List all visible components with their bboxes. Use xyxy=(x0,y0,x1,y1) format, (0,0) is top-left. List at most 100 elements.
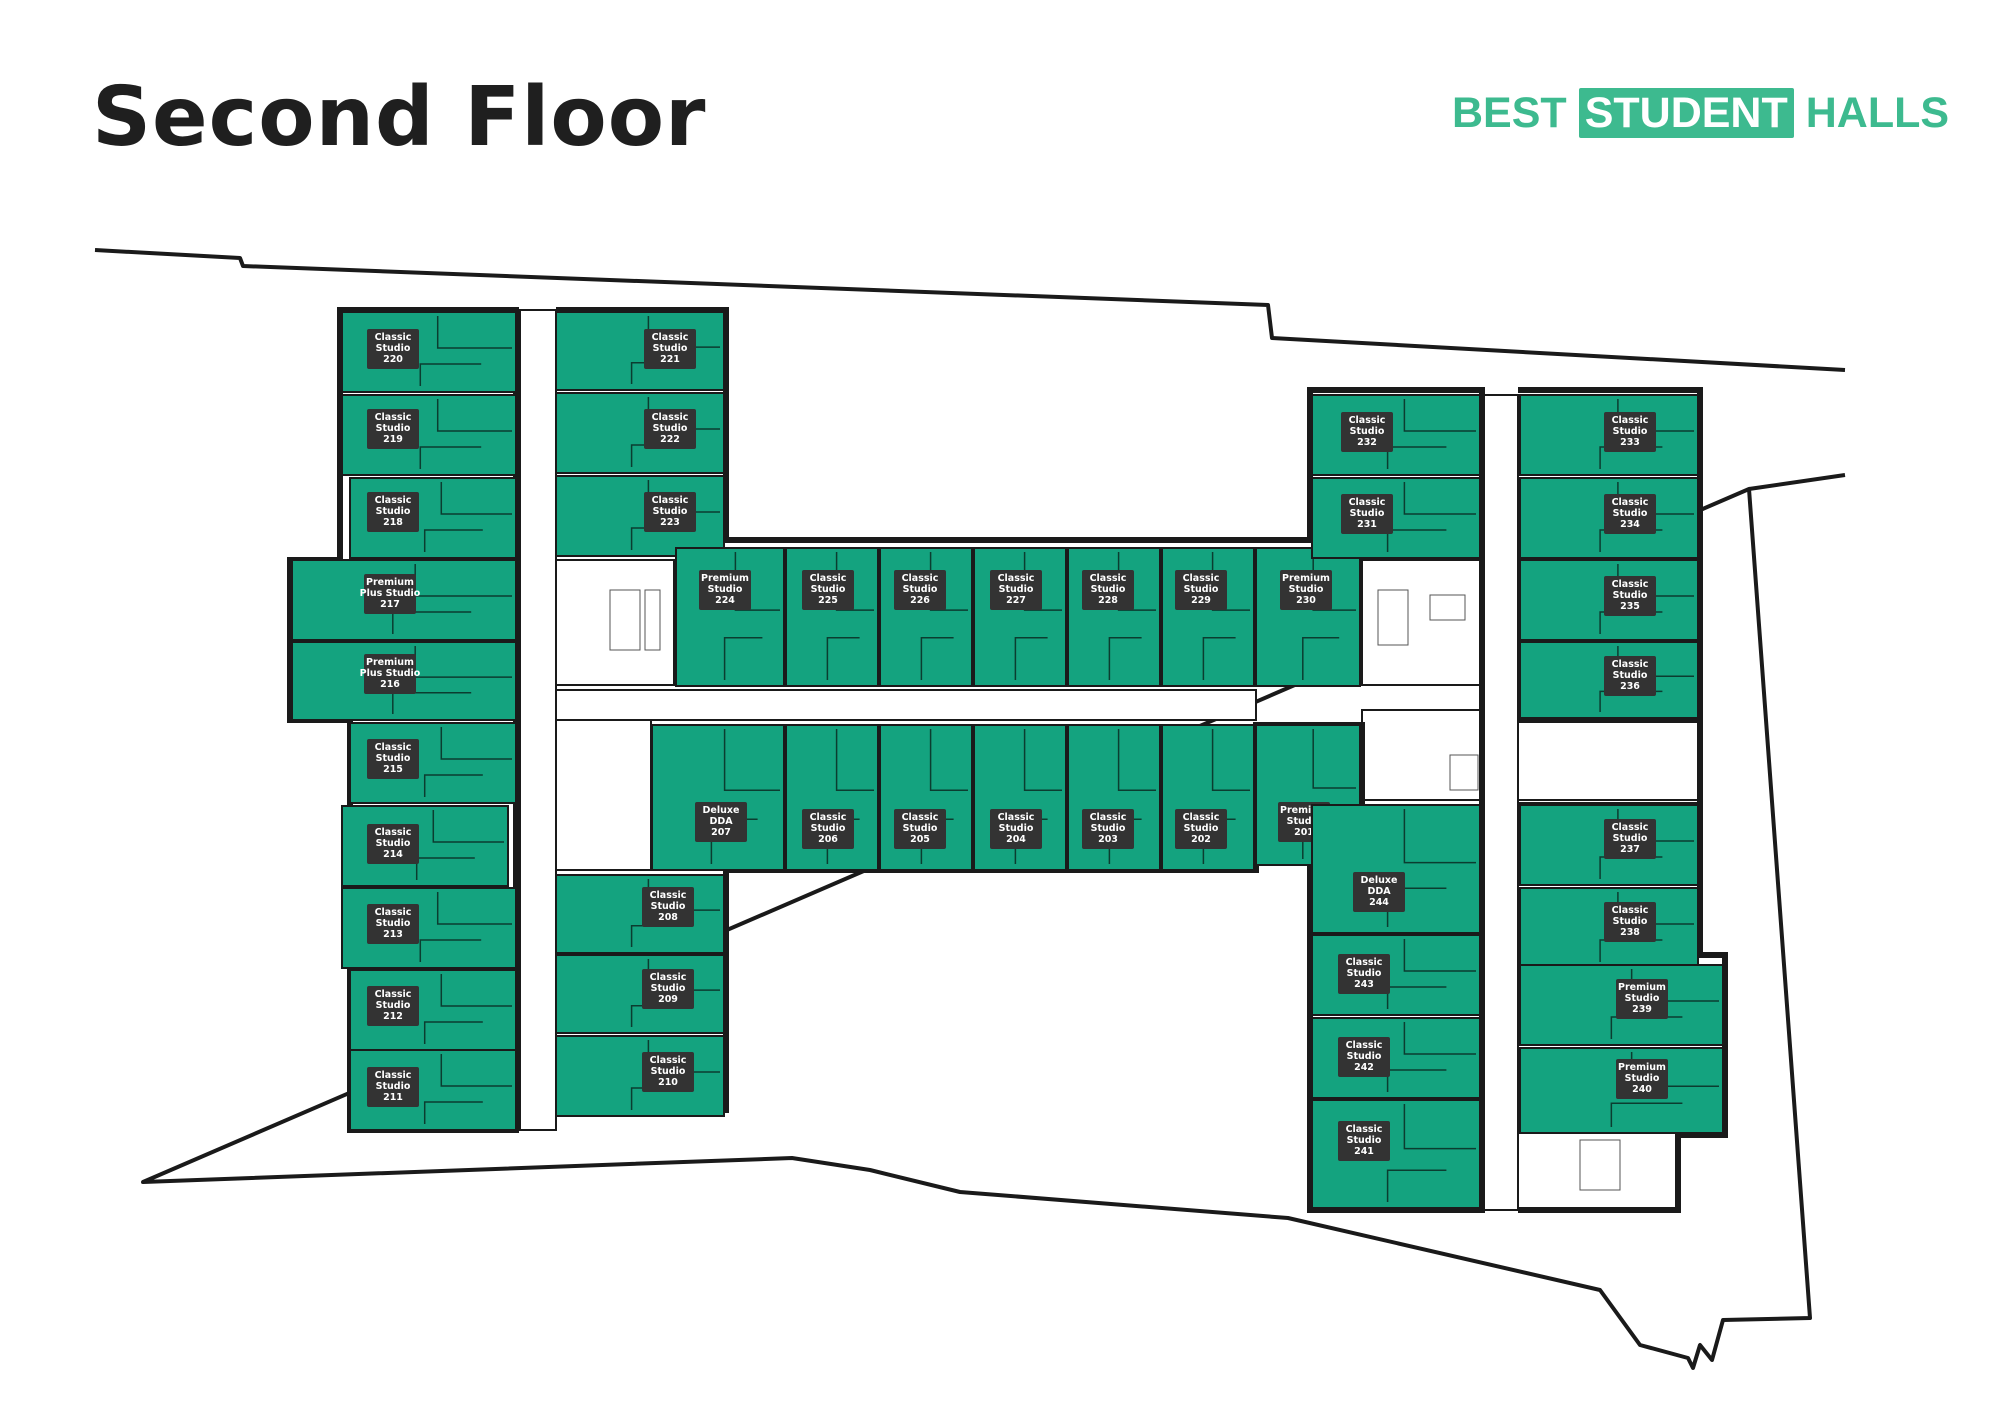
room-fill xyxy=(1161,547,1255,687)
room-label-line: 244 xyxy=(1369,897,1389,908)
room-label-line: 216 xyxy=(380,679,400,690)
room-furniture xyxy=(423,974,512,1044)
room-label-line: Premium xyxy=(701,573,749,584)
room-label-line: Deluxe xyxy=(703,805,740,816)
room-label-line: Plus Studio xyxy=(360,588,421,599)
room-label-line: 234 xyxy=(1620,519,1640,530)
room-fill xyxy=(555,1035,725,1117)
room-label-line: Studio xyxy=(651,983,686,994)
room-label-line: Classic xyxy=(652,495,689,506)
room-label-line: Studio xyxy=(1613,833,1648,844)
room-label-line: Studio xyxy=(1613,426,1648,437)
room-label-line: Premium xyxy=(1282,573,1330,584)
room-label-bg xyxy=(1082,809,1134,849)
room-label-line: Classic xyxy=(1346,1040,1383,1051)
room-label-line: Studio xyxy=(1184,584,1219,595)
room-label-line: 208 xyxy=(658,912,678,923)
room-fill xyxy=(785,547,879,687)
room-label-line: 227 xyxy=(1006,595,1026,606)
room-furniture xyxy=(423,482,512,552)
room-label-line: Deluxe xyxy=(1361,875,1398,886)
room-fill xyxy=(1311,1017,1481,1099)
room-label-line: Premium xyxy=(366,577,414,588)
room-label-line: Classic xyxy=(1183,812,1220,823)
room-label-bg xyxy=(699,570,751,610)
room-label-line: 204 xyxy=(1006,834,1026,845)
room-label-bg xyxy=(1604,902,1656,942)
room-label-bg xyxy=(1604,819,1656,859)
room-label-line: DDA xyxy=(709,816,733,827)
room-label-line: 212 xyxy=(383,1011,403,1022)
room-label-line: Classic xyxy=(650,972,687,983)
room-label-line: Classic xyxy=(1612,822,1649,833)
room-label-line: Studio xyxy=(651,1066,686,1077)
room-label-line: 214 xyxy=(383,849,403,860)
room-label-bg xyxy=(367,986,419,1026)
room-fill xyxy=(1311,1099,1481,1209)
room-label-line: Classic xyxy=(375,742,412,753)
room-label-line: Studio xyxy=(1289,584,1324,595)
room-furniture xyxy=(423,1054,512,1124)
room-label-line: 205 xyxy=(910,834,930,845)
room-label-line: Studio xyxy=(1350,508,1385,519)
room-label-line: Classic xyxy=(1612,497,1649,508)
room-label-line: Studio xyxy=(1625,993,1660,1004)
room-label-bg xyxy=(1616,979,1668,1019)
room-label-line: Studio xyxy=(999,584,1034,595)
room-label-line: 230 xyxy=(1296,595,1316,606)
room-label-line: Classic xyxy=(1612,415,1649,426)
room-label-bg xyxy=(1604,494,1656,534)
room-fill xyxy=(675,547,785,687)
room-label-line: Premium xyxy=(1280,805,1328,816)
room-label-line: Studio xyxy=(1287,816,1322,827)
circulation xyxy=(519,309,1699,1211)
room-label-line: Classic xyxy=(650,1055,687,1066)
room-label-line: Studio xyxy=(1613,508,1648,519)
room-label-bg xyxy=(1341,412,1393,452)
room-label-line: Plus Studio xyxy=(360,668,421,679)
room-label-line: Studio xyxy=(653,506,688,517)
room-fill xyxy=(341,805,509,887)
room-label-bg xyxy=(644,329,696,369)
room-label-bg xyxy=(642,1052,694,1092)
room-label-line: Studio xyxy=(1091,584,1126,595)
room-label-line: Studio xyxy=(1613,670,1648,681)
room-label-line: 222 xyxy=(660,434,680,445)
room-label-line: Classic xyxy=(810,812,847,823)
room-furniture xyxy=(419,399,512,469)
room-label-bg xyxy=(367,904,419,944)
room-label-line: Classic xyxy=(1090,573,1127,584)
room-label-line: 202 xyxy=(1191,834,1211,845)
room-label-line: Studio xyxy=(1625,1073,1660,1084)
room-label-bg xyxy=(802,570,854,610)
room-label-line: 241 xyxy=(1354,1146,1374,1157)
room-label-bg xyxy=(367,492,419,532)
room-label-line: Studio xyxy=(376,506,411,517)
room-label-line: Classic xyxy=(1349,497,1386,508)
room-label-line: Studio xyxy=(903,823,938,834)
room-fill xyxy=(1311,804,1481,934)
room-label-bg xyxy=(1341,494,1393,534)
room-label-line: 217 xyxy=(380,599,400,610)
room-fill xyxy=(1067,547,1161,687)
room-label-line: Studio xyxy=(653,423,688,434)
room-label-line: Classic xyxy=(998,573,1035,584)
room-fill xyxy=(555,475,725,557)
room-label-bg xyxy=(642,969,694,1009)
room-label-bg xyxy=(367,1067,419,1107)
room-label-line: Classic xyxy=(375,1070,412,1081)
